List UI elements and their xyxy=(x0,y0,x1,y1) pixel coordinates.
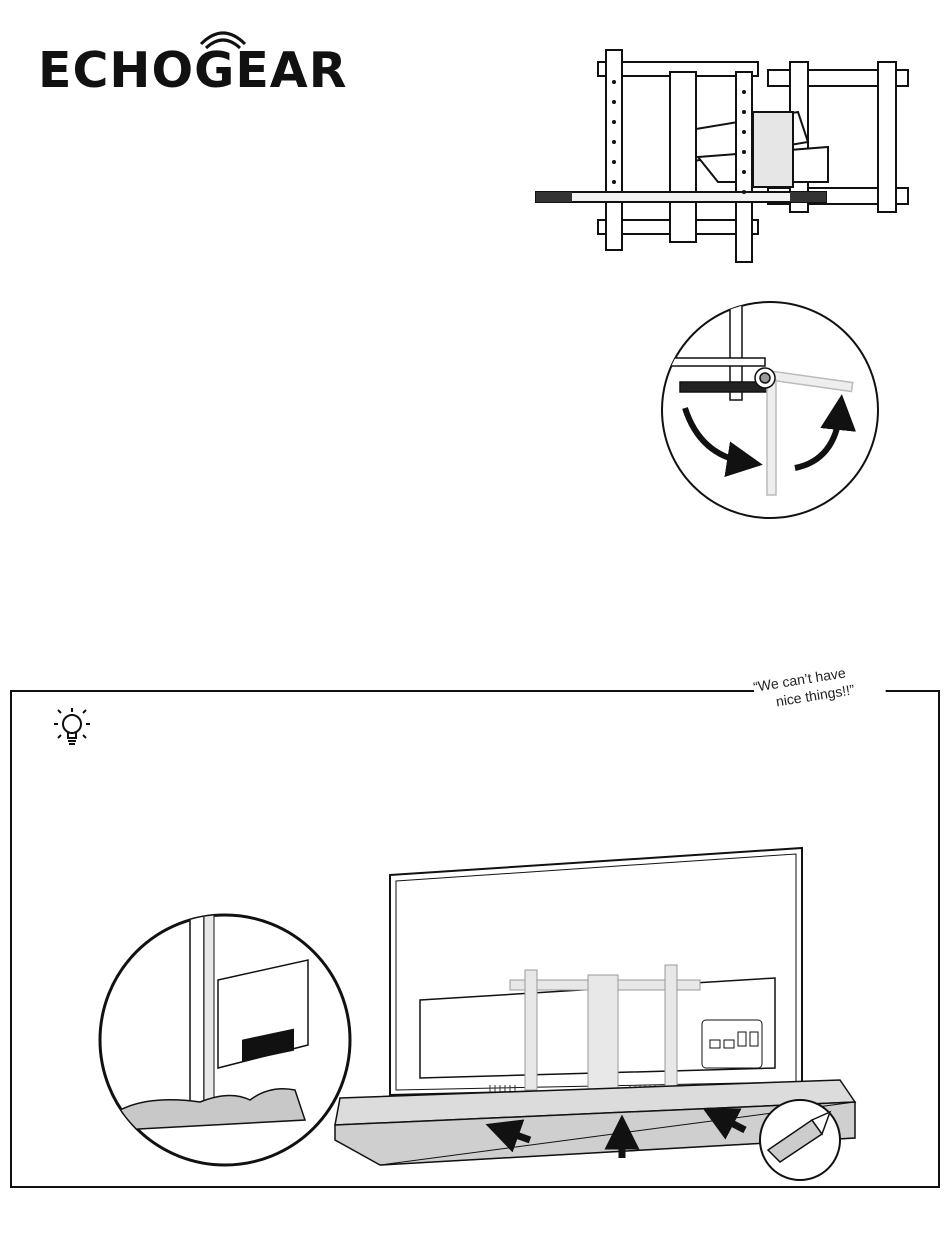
lightbulb-icon xyxy=(52,706,92,752)
rotation-detail-circle xyxy=(655,300,885,525)
echogear-logo: ECHOGEAR xyxy=(38,14,378,94)
tv-packaging-scene xyxy=(90,840,870,1185)
box-cutter-icon xyxy=(760,1100,840,1180)
wall-mount-illustration xyxy=(528,42,918,267)
logo-text: ECHOGEAR xyxy=(38,42,347,99)
zoom-detail-circle xyxy=(100,910,350,1165)
tv-connector-panel xyxy=(702,1020,762,1068)
